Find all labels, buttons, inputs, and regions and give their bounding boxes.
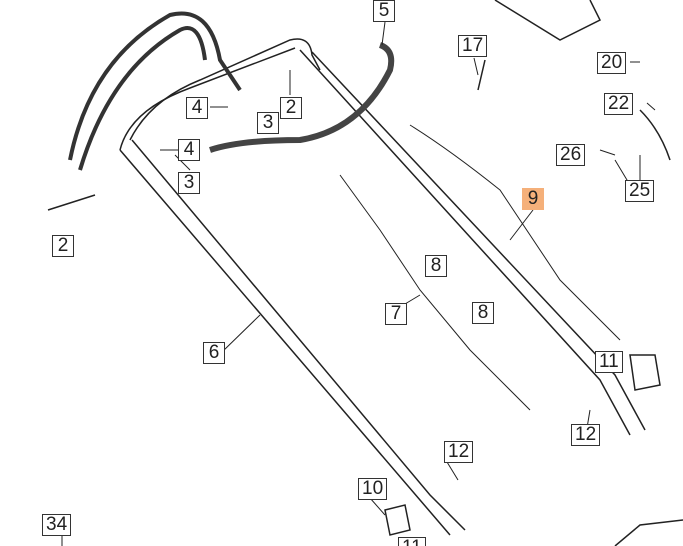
part-label-9-highlighted[interactable]: 9 [522, 188, 544, 210]
handle-tube-right [299, 49, 646, 436]
part-label-6[interactable]: 6 [203, 342, 225, 364]
part-label-2-left[interactable]: 2 [52, 235, 74, 257]
part-label-12-bottom[interactable]: 12 [444, 441, 474, 463]
part-label-8-lower[interactable]: 8 [472, 302, 494, 324]
part-label-2-top[interactable]: 2 [280, 97, 302, 119]
part-10 [384, 504, 411, 536]
part-label-25[interactable]: 25 [625, 180, 655, 202]
part-label-8-upper[interactable]: 8 [425, 255, 447, 277]
part-bolt-17 [477, 59, 486, 91]
part-label-22[interactable]: 22 [604, 93, 634, 115]
part-label-7[interactable]: 7 [385, 303, 407, 325]
handle-grip [68, 11, 242, 171]
part-label-12-right[interactable]: 12 [571, 424, 601, 446]
handle-grip-right [209, 42, 395, 153]
part-label-4-mid[interactable]: 4 [178, 139, 200, 161]
part-bracket-11 [629, 354, 661, 391]
part-label-11-bottom[interactable]: 11 [398, 537, 426, 546]
part-label-26[interactable]: 26 [556, 144, 586, 166]
part-label-11-right[interactable]: 11 [595, 351, 623, 373]
part-bottom-right [614, 519, 683, 546]
part-label-10[interactable]: 10 [358, 478, 388, 500]
cable-9 [409, 124, 621, 341]
part-label-5[interactable]: 5 [373, 0, 395, 22]
handle-lower-bar-left-inner [119, 47, 296, 151]
pin-2 [47, 194, 96, 211]
cable-7 [339, 174, 531, 411]
part-top-right [494, 0, 602, 41]
part-label-17[interactable]: 17 [458, 35, 488, 57]
part-label-4-top[interactable]: 4 [186, 97, 208, 119]
part-lever-22 [639, 109, 671, 161]
part-label-20[interactable]: 20 [597, 52, 627, 74]
handle-lower-bar-left [129, 38, 321, 141]
part-label-34[interactable]: 34 [42, 514, 72, 536]
part-label-3-mid[interactable]: 3 [178, 172, 200, 194]
handle-tube-6 [119, 139, 466, 536]
part-label-3-top[interactable]: 3 [257, 112, 279, 134]
